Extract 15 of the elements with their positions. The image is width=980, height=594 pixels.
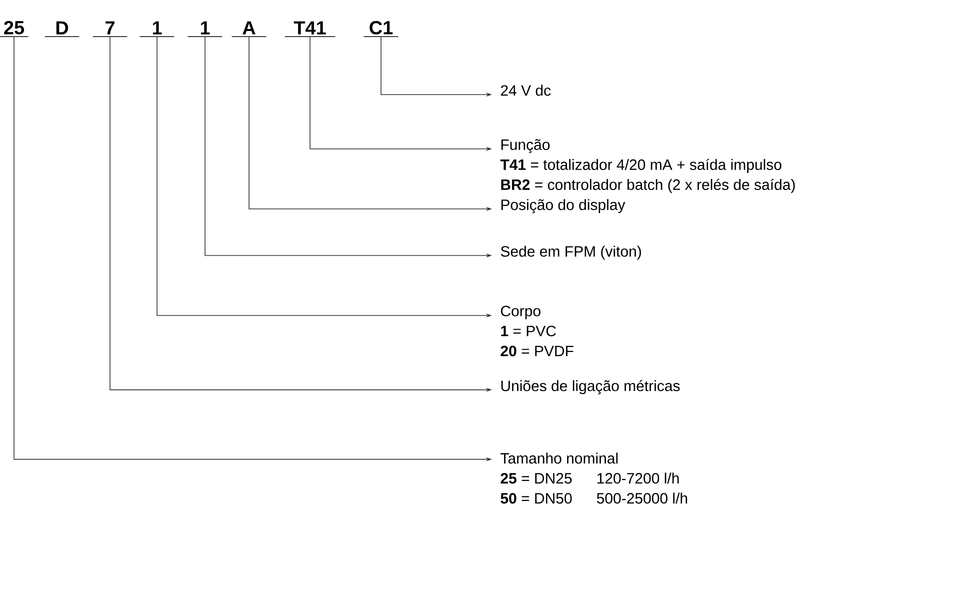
code-segment: 1 [187, 21, 223, 37]
description-text: Tamanho nominal 25 = DN25 120-7200 l/h 50 = DN50 500-25000 l/h [500, 452, 688, 504]
description-text: Sede em FPM (viton) [500, 246, 641, 260]
code-segment: 7 [92, 21, 128, 37]
description-text: Corpo 1 = PVC 20 = PVDF [500, 306, 574, 356]
code-segment: T41 [284, 21, 336, 37]
code-segment: A [231, 21, 267, 37]
description-text: Função T41 = totalizador 4/20 mA + saída impulso BR2 = controlador batch (2 x relés de saída) [500, 139, 795, 193]
code-segment: C1 [363, 20, 399, 37]
code-segment: 25 [0, 20, 29, 37]
description-text: Uniões de ligação métricas [501, 380, 680, 394]
description-text: 24 V dc [500, 84, 551, 96]
code-segment: D [44, 21, 80, 37]
description-text: Posição do display [501, 199, 626, 214]
code-segment: 1 [139, 21, 175, 37]
